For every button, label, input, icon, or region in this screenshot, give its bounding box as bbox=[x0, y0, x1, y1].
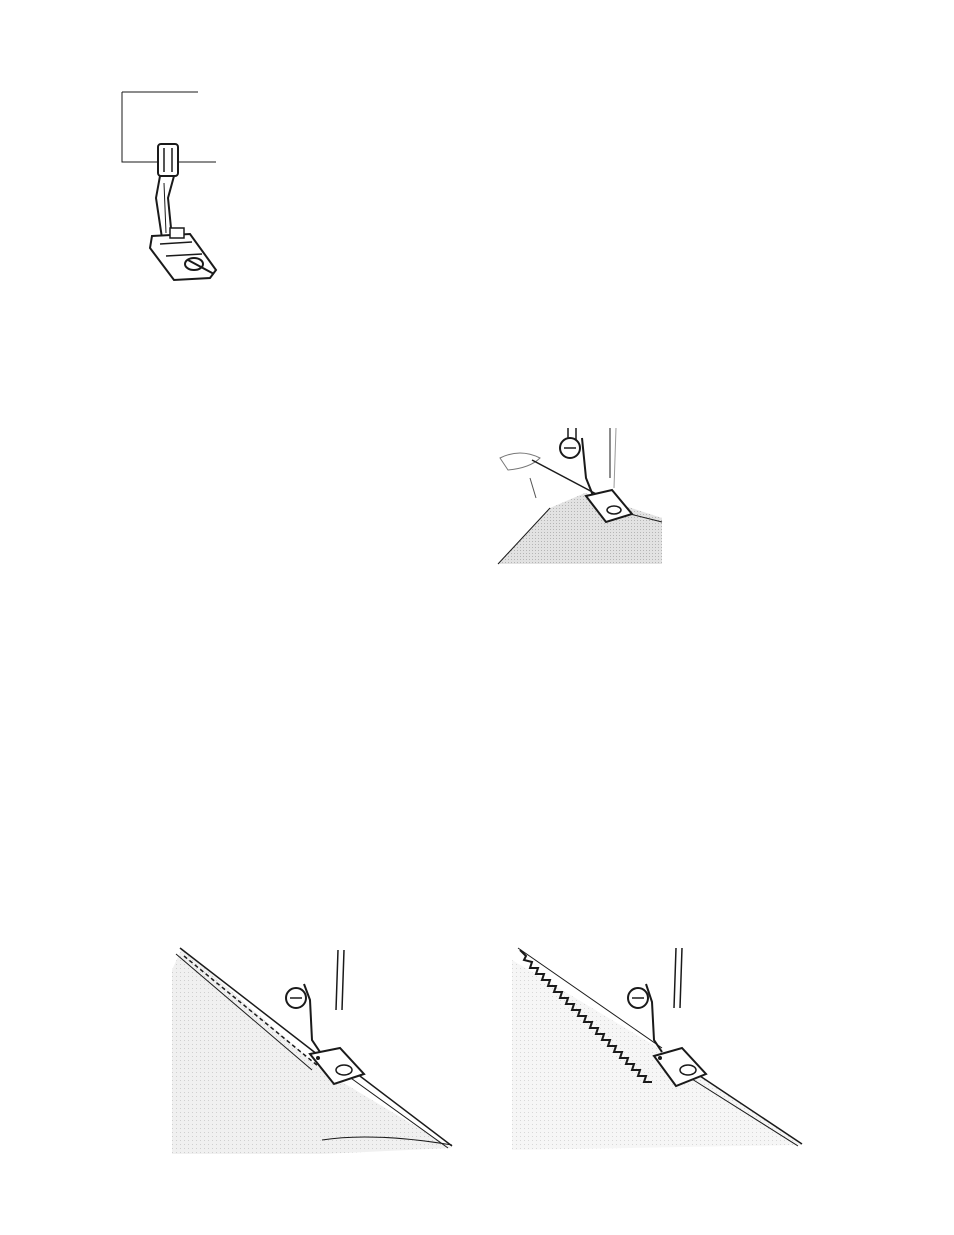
hem-straight-figure bbox=[172, 940, 462, 1160]
hem-start-figure bbox=[490, 418, 665, 568]
hemming-start-illustration bbox=[490, 418, 665, 568]
hem-zigzag-figure bbox=[512, 940, 810, 1155]
hemmer-foot-icon bbox=[110, 88, 230, 288]
zigzag-stitch-hem-illustration bbox=[512, 940, 810, 1155]
hemmer-foot-figure bbox=[110, 88, 230, 288]
straight-stitch-hem-illustration bbox=[172, 940, 462, 1160]
